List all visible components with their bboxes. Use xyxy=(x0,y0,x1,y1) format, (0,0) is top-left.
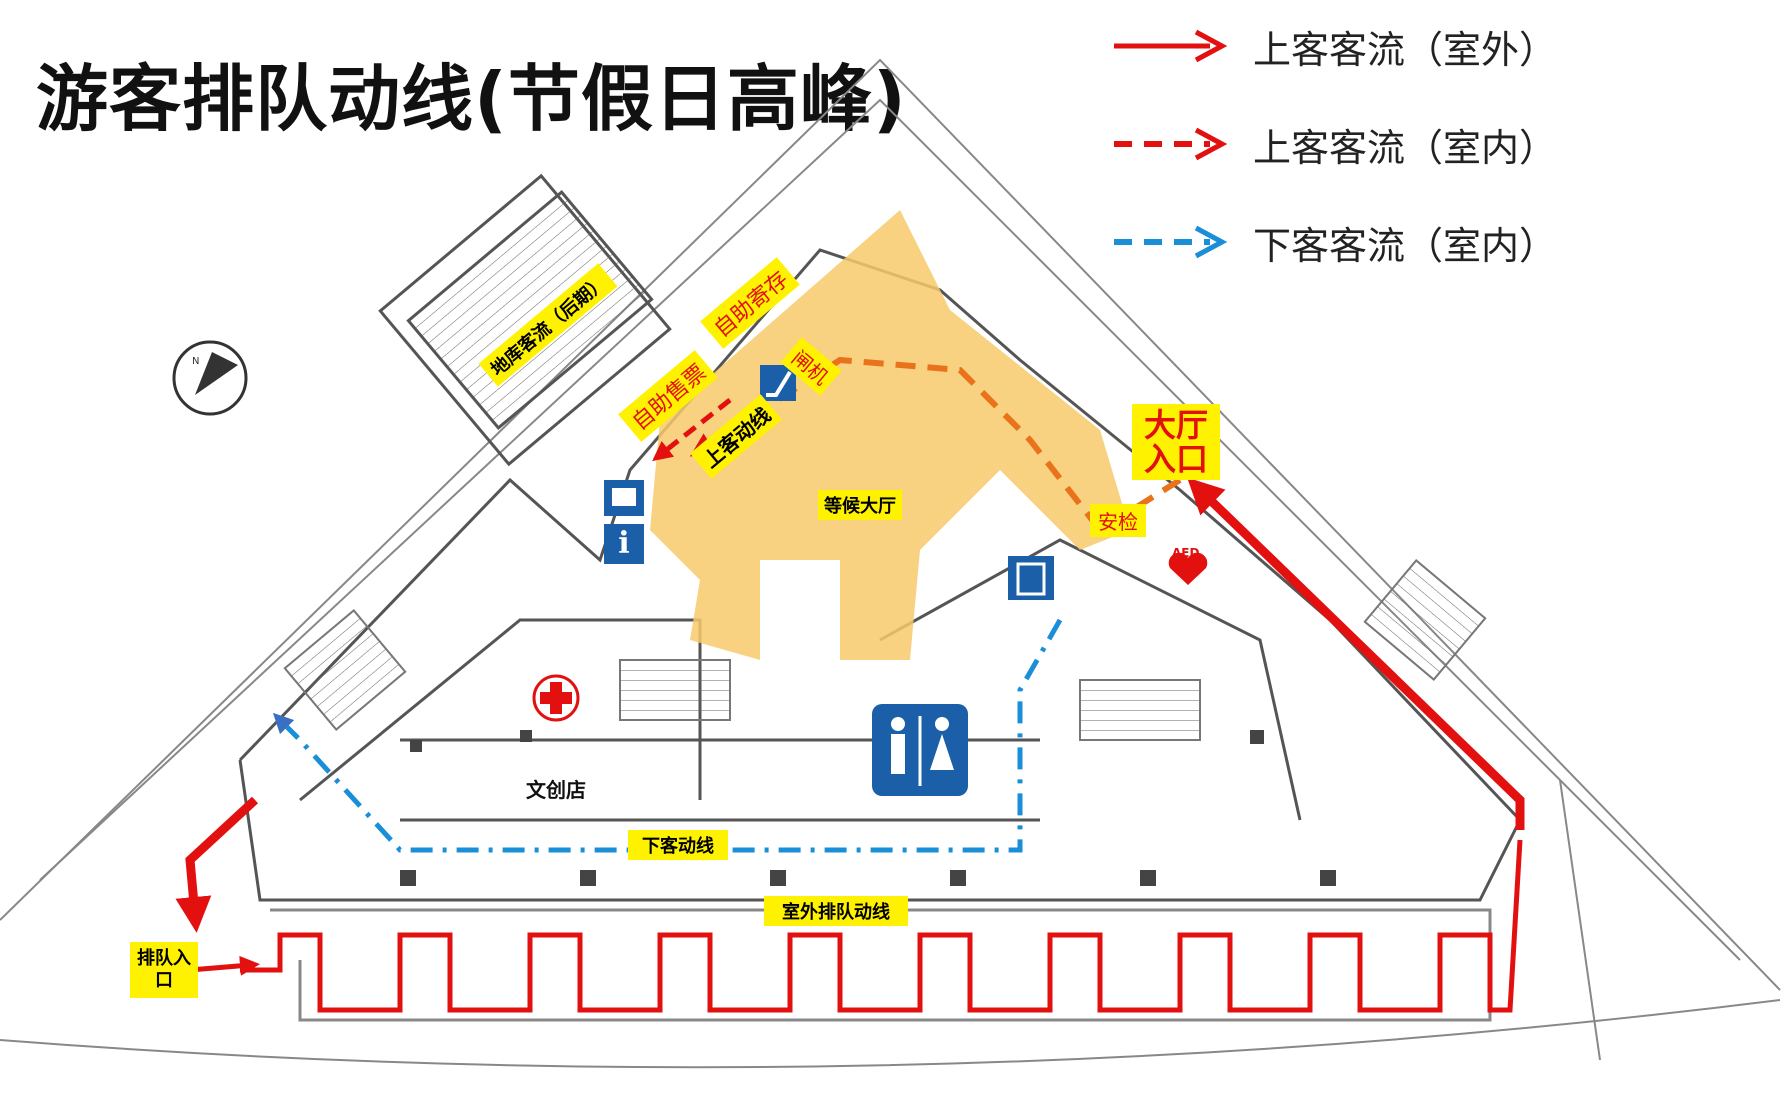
garage-stair xyxy=(406,189,654,431)
restroom-icon xyxy=(872,704,968,796)
aed-label: AED xyxy=(1172,546,1200,560)
page-title: 游客排队动线(节假日高峰) xyxy=(36,57,907,141)
alighting-line-label: 下客动线 xyxy=(628,830,728,860)
legend-solid-red-arrow-icon xyxy=(1114,29,1228,63)
info-label: i xyxy=(618,526,630,561)
outdoor-flow-right xyxy=(1187,477,1525,830)
waiting-hall-label: 等候大厅 xyxy=(818,490,902,520)
ticket-machine-icon xyxy=(604,480,644,516)
outdoor-flow-left xyxy=(175,796,259,933)
legend-label: 上客客流（室内） xyxy=(1253,125,1558,170)
security-label: 安检 xyxy=(1090,504,1146,537)
legend-item-indoor-boarding: 上客客流（室内） xyxy=(1110,114,1557,174)
outdoor-queue-rails xyxy=(270,908,1492,1022)
left-stair xyxy=(283,609,407,731)
queue-entrance-arrow xyxy=(189,955,260,976)
waiting-hall-area xyxy=(650,280,1000,660)
legend-dashed-blue-arrow-icon xyxy=(1114,225,1228,259)
souvenir-shop-label: 文创店 xyxy=(526,778,586,802)
boarding-line-arrow xyxy=(652,398,732,462)
columns xyxy=(400,730,1336,886)
indoor-alighting-flow xyxy=(272,618,1063,853)
queue-entrance-label: 排队入口 xyxy=(130,942,198,998)
elevator-icon xyxy=(1008,556,1054,600)
aed-heart-icon xyxy=(1168,552,1208,585)
outdoor-queue-serpentine xyxy=(240,839,1523,1013)
info-icon xyxy=(604,524,644,564)
center-stair xyxy=(619,659,731,721)
legend-item-indoor-alighting: 下客客流（室内） xyxy=(1110,212,1557,272)
compass-icon xyxy=(172,340,248,416)
hall-entrance-label: 大厅入口 xyxy=(1132,404,1220,480)
legend-item-outdoor-boarding: 上客客流（室外） xyxy=(1110,16,1557,76)
compass-n-label: N xyxy=(192,356,200,367)
outdoor-queue-label: 室外排队动线 xyxy=(764,896,908,926)
first-aid-icon xyxy=(532,674,580,722)
legend-label: 上客客流（室外） xyxy=(1253,27,1558,72)
legend-label: 下客客流（室内） xyxy=(1253,223,1558,268)
legend-dashed-red-arrow-icon xyxy=(1114,127,1228,161)
site-boundary xyxy=(0,58,1781,1069)
right-center-stair xyxy=(1079,679,1201,741)
right-stair xyxy=(1363,559,1487,681)
